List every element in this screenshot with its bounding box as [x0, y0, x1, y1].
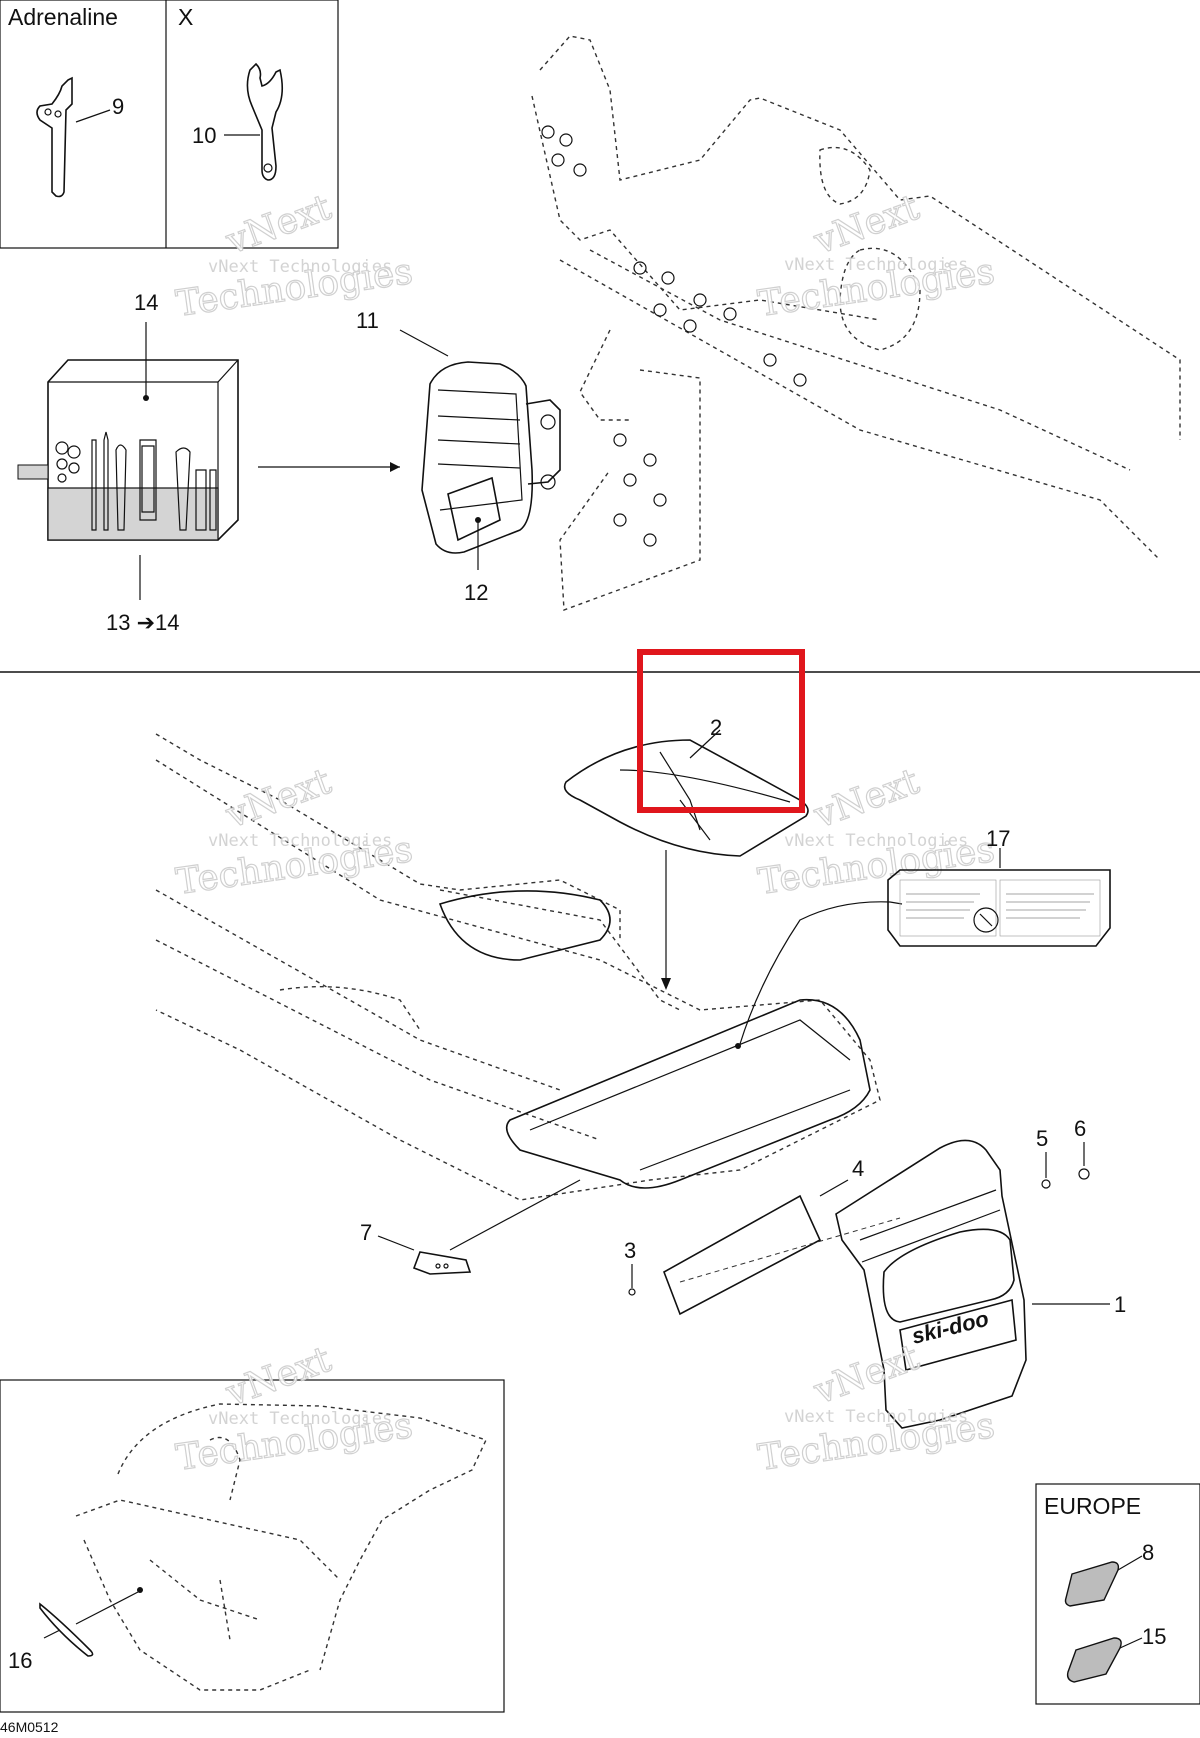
ski-doo-logo: ski-doo — [909, 1306, 991, 1349]
callout-2: 2 — [710, 715, 722, 740]
frame-top-view — [531, 35, 1181, 611]
callout-17: 17 — [986, 826, 1010, 851]
callout-6: 6 — [1074, 1116, 1086, 1141]
svg-text:vNext Technologies: vNext Technologies — [208, 831, 392, 851]
toolkit-part-14: 14 13 ➔14 — [17, 290, 400, 635]
detail-box-part-16: 16 — [0, 1379, 505, 1713]
plate-part-4: 4 — [663, 1156, 901, 1316]
svg-text:vNext Technologies: vNext Technologies — [208, 1409, 392, 1429]
svg-text:vNext: vNext — [220, 1339, 337, 1415]
svg-text:vNext: vNext — [808, 187, 925, 263]
wrench-part-9: 9 — [36, 76, 124, 198]
watermark-top-right: vNext Technologies Technologies vNext — [755, 186, 998, 325]
tunnel-frame — [155, 733, 903, 1201]
callout-14: 14 — [134, 290, 158, 315]
callout-15: 15 — [1142, 1624, 1166, 1649]
reflector-part-7: 7 — [360, 1179, 581, 1275]
variant-boxes: Adrenaline X 9 10 — [0, 0, 339, 249]
watermark-mid-right: vNext Technologies Technologies vNext — [755, 760, 998, 903]
fasteners-part-5-6: 5 6 — [1036, 1116, 1090, 1189]
watermark-low-right: vNext Technologies Technologies vNext — [755, 1336, 998, 1479]
callout-5: 5 — [1036, 1126, 1048, 1151]
svg-text:vNext: vNext — [808, 761, 925, 837]
reflector-part-8: 8 — [1064, 1540, 1154, 1607]
europe-title: EUROPE — [1044, 1493, 1141, 1519]
mat-part-2: 2 — [563, 715, 809, 990]
svg-text:vNext: vNext — [808, 1337, 925, 1413]
callout-1: 1 — [1114, 1292, 1126, 1317]
drawing-reference: 46M0512 — [0, 1719, 59, 1735]
svg-text:vNext Technologies: vNext Technologies — [208, 257, 392, 277]
warning-label-part-17: 17 — [887, 826, 1111, 947]
svg-text:vNext Technologies: vNext Technologies — [784, 831, 968, 851]
screw-part-3: 3 — [624, 1238, 636, 1296]
x-title: X — [178, 4, 193, 30]
callout-11: 11 — [356, 308, 379, 333]
adrenaline-title: Adrenaline — [8, 4, 118, 30]
svg-text:vNext Technologies: vNext Technologies — [784, 255, 968, 275]
europe-box: EUROPE 8 15 — [1035, 1483, 1200, 1705]
callout-12: 12 — [464, 580, 488, 605]
callout-13-to-14: 13 ➔14 — [106, 610, 180, 635]
tool-holder-part-11-12: 11 12 — [356, 308, 561, 605]
svg-text:vNext Technologies: vNext Technologies — [784, 1407, 968, 1427]
callout-10: 10 — [192, 123, 216, 148]
callout-3: 3 — [624, 1238, 636, 1263]
callout-16: 16 — [8, 1648, 32, 1673]
callout-9: 9 — [112, 94, 124, 119]
svg-text:vNext: vNext — [220, 187, 337, 263]
callout-4: 4 — [852, 1156, 864, 1181]
svg-text:vNext: vNext — [220, 761, 337, 837]
callout-7: 7 — [360, 1220, 372, 1245]
wrench-part-10: 10 — [192, 62, 284, 181]
watermark-low-left: vNext Technologies Technologies vNext — [173, 1338, 416, 1479]
watermark-mid-left: vNext Technologies Technologies vNext — [173, 760, 416, 903]
watermark-top-left: vNext Technologies Technologies vNext — [173, 186, 416, 325]
reflector-part-15: 15 — [1066, 1624, 1166, 1683]
highlight-box — [637, 649, 805, 813]
callout-8: 8 — [1142, 1540, 1154, 1565]
